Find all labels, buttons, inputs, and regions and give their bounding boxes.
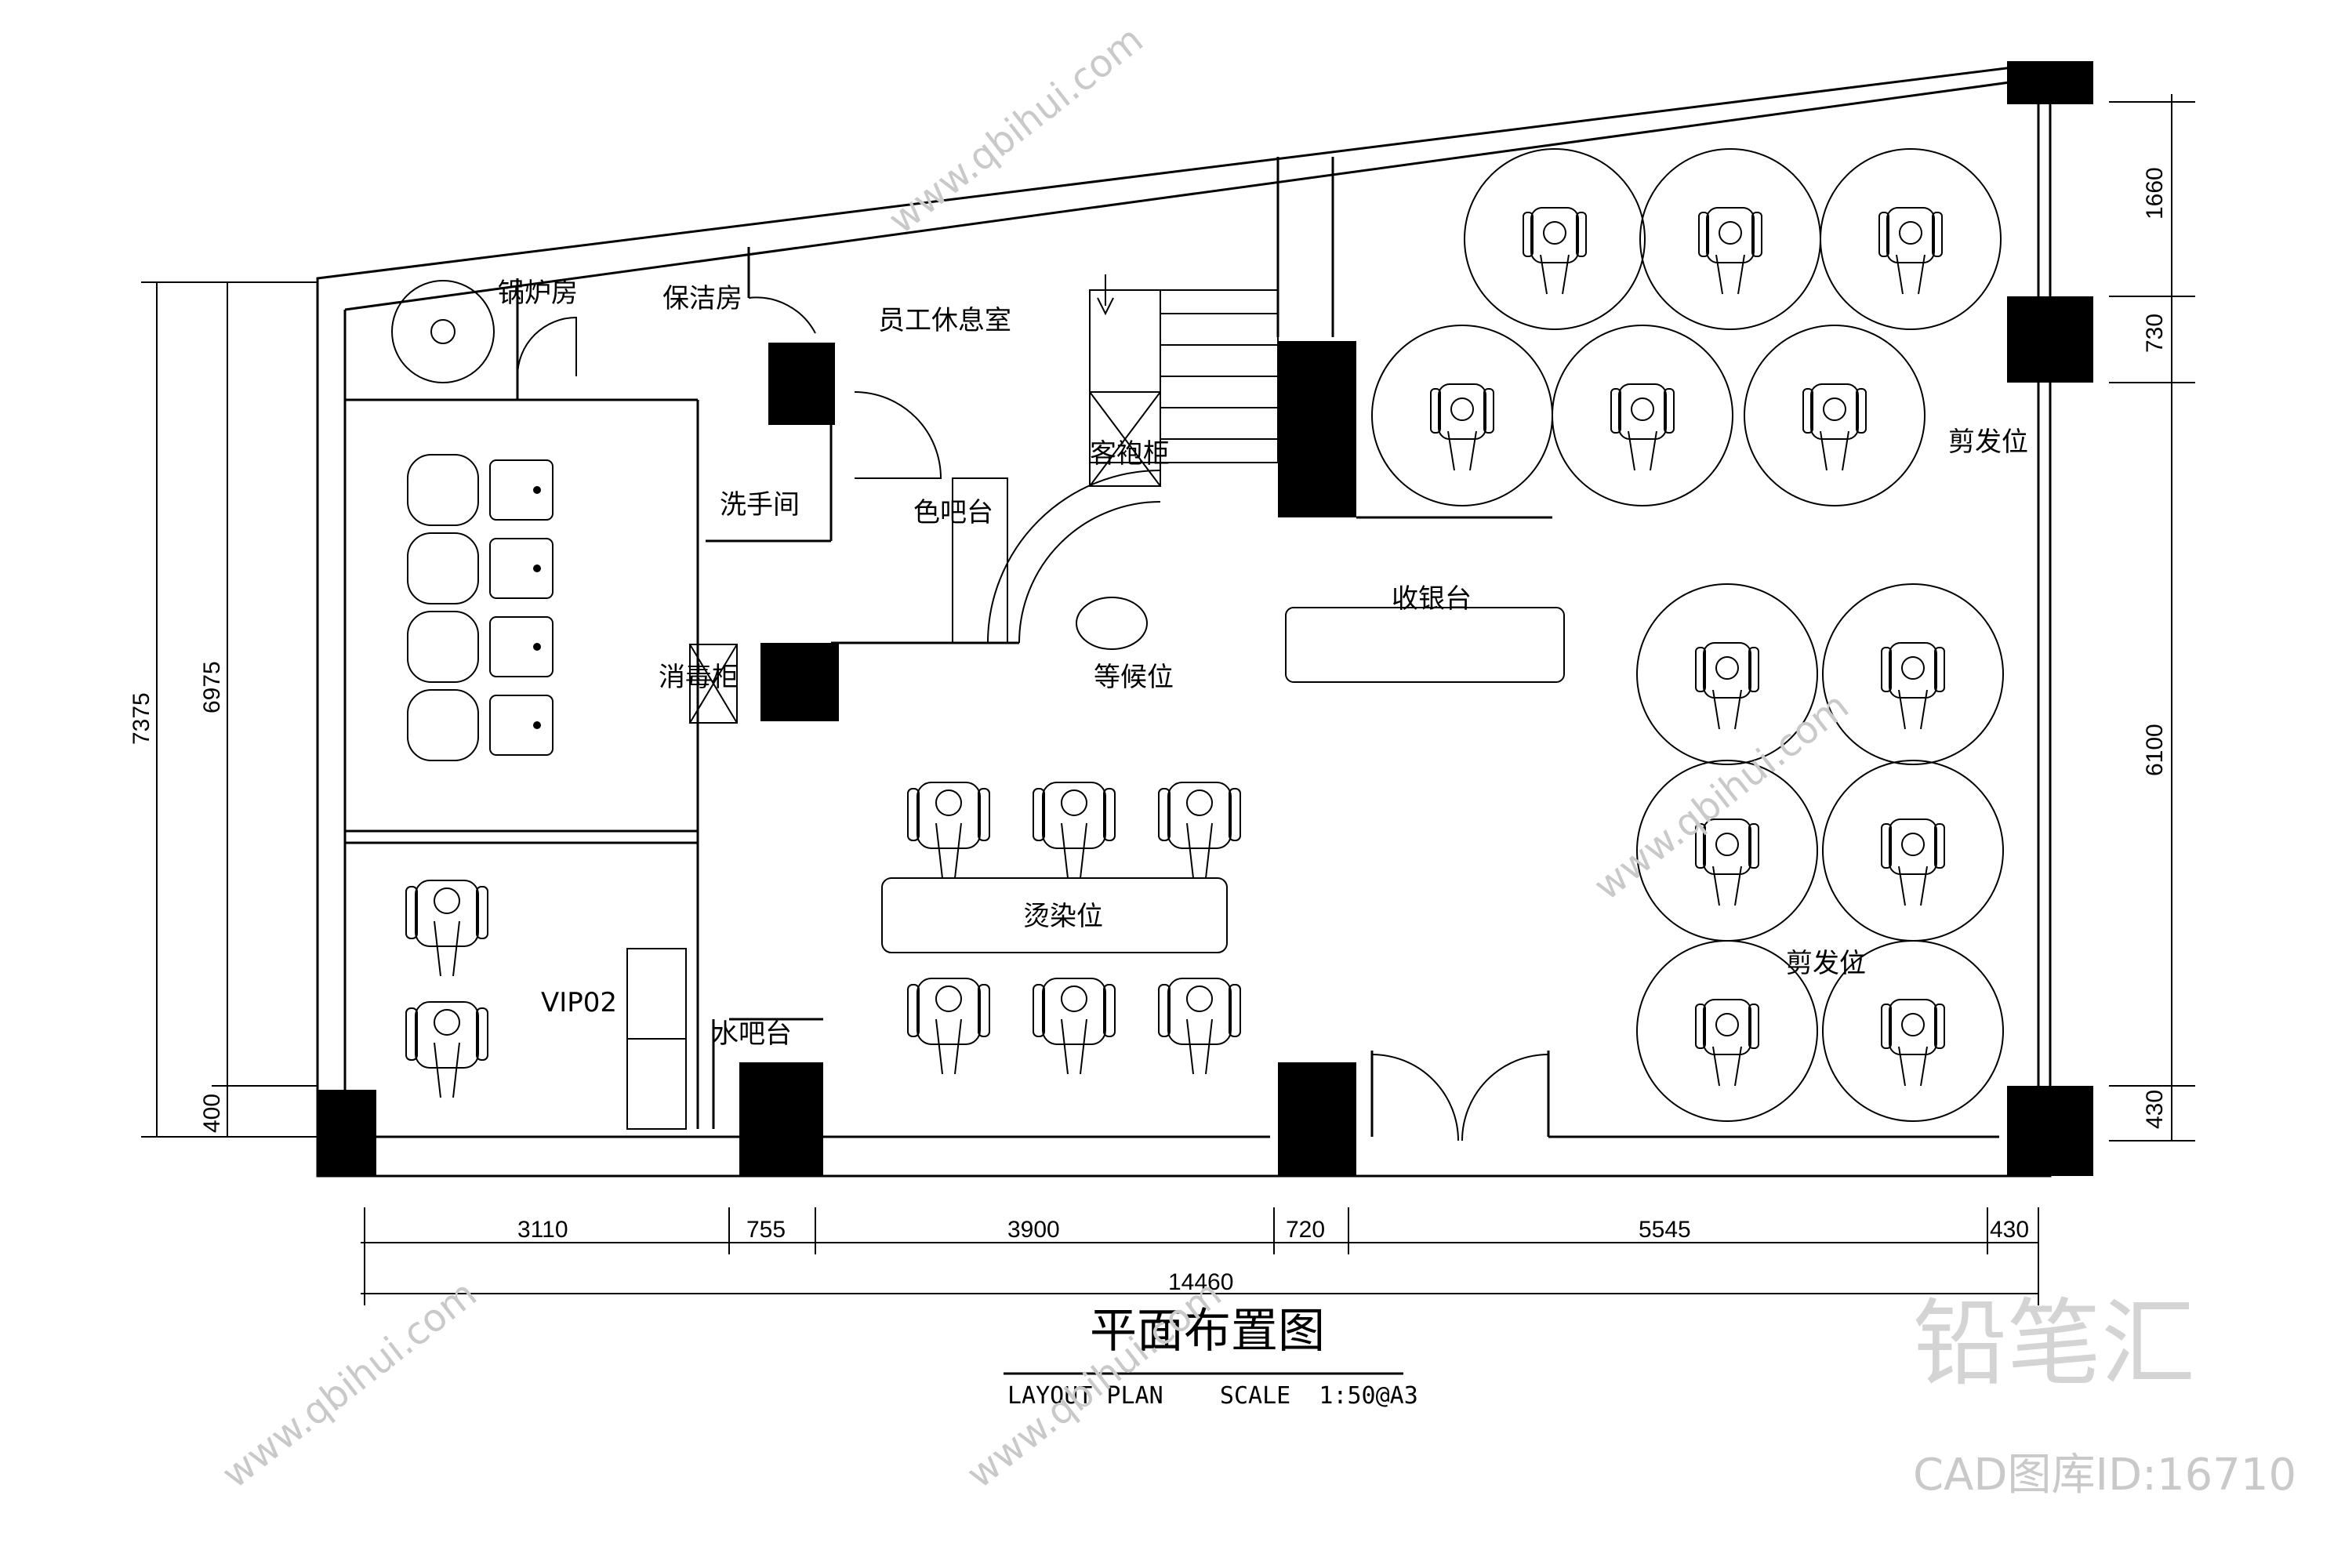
- label-cleaning-room: 保洁房: [662, 283, 742, 314]
- waiting-table: [1076, 597, 1148, 650]
- watermark-brand: 铅笔汇: [1913, 1290, 2195, 1399]
- dim-bottom-1: 3110: [517, 1217, 568, 1243]
- left-dimensions: 7375 6975 400: [129, 281, 318, 1138]
- dim-bottom-6: 430: [1990, 1217, 2029, 1243]
- room-labels: 锅炉房 保洁房 员工休息室 客袍柜 洗手间 色吧台 消毒柜 等候位 收银台 剪发…: [498, 278, 2028, 1050]
- dim-right-main: 6100: [2142, 724, 2168, 776]
- drawing-title: 平面布置图: [1090, 1304, 1325, 1359]
- label-cashier: 收银台: [1392, 583, 1472, 615]
- drawing-subtitle: LAYOUT PLAN SCALE 1:50@A3: [1007, 1382, 1418, 1410]
- boiler-symbol: [391, 280, 495, 383]
- haircut-stations-right: [1636, 583, 2004, 1122]
- dim-right-bottom: 430: [2142, 1090, 2168, 1129]
- cashier-counter: [1285, 607, 1565, 683]
- label-boiler-room: 锅炉房: [498, 278, 578, 309]
- dim-total: 14460: [1168, 1269, 1233, 1295]
- doors: [517, 296, 1549, 1142]
- shampoo-basins: [407, 454, 554, 761]
- label-robe-cabinet: 客袍柜: [1090, 438, 1170, 470]
- label-disinfection-cabinet: 消毒柜: [659, 662, 739, 693]
- perm-table: [881, 877, 1228, 953]
- right-dimensions: 1660 730 6100 430: [2109, 94, 2195, 1142]
- vip-cabinet: [626, 948, 687, 1130]
- label-haircut-bottom: 剪发位: [1786, 948, 1866, 979]
- haircut-stations-top: [1371, 148, 2002, 506]
- label-haircut-top: 剪发位: [1948, 426, 2028, 458]
- dim-bottom-4: 720: [1286, 1217, 1325, 1243]
- bottom-dimensions: 3110 755 3900 720 5545 430 14460: [361, 1207, 2039, 1305]
- vip-seats: [405, 880, 488, 1098]
- watermarks: 铅笔汇 CAD图库ID:16710 www.qbihui.com www.qbi…: [214, 17, 2296, 1501]
- dim-left-inner: 6975: [199, 661, 225, 713]
- color-bar-counter: [952, 477, 1008, 644]
- dim-left-outer: 7375: [129, 692, 154, 745]
- watermark-url-4: www.qbihui.com: [880, 17, 1152, 242]
- watermark-cad-id: CAD图库ID:16710: [1913, 1450, 2296, 1501]
- disinfection-cabinet-shape: [689, 644, 738, 724]
- dim-bottom-2: 755: [746, 1217, 786, 1243]
- dim-left-bottom: 400: [199, 1094, 225, 1133]
- dim-right-top: 1660: [2142, 167, 2168, 220]
- title-block: 平面布置图 LAYOUT PLAN SCALE 1:50@A3: [1004, 1304, 1418, 1410]
- label-perm-dye: 烫染位: [1023, 901, 1103, 932]
- label-vip: VIP02: [541, 987, 617, 1018]
- watermark-url-1: www.qbihui.com: [214, 1272, 485, 1497]
- dim-bottom-5: 5545: [1639, 1217, 1691, 1243]
- label-color-bar: 色吧台: [913, 497, 993, 528]
- dim-bottom-3: 3900: [1007, 1217, 1060, 1243]
- label-waiting: 等候位: [1094, 662, 1174, 693]
- robe-cabinet-shape: [1089, 391, 1161, 487]
- structural-columns: [318, 61, 2093, 1176]
- dim-right-second: 730: [2142, 314, 2168, 353]
- label-water-bar: 水吧台: [712, 1018, 792, 1050]
- interior-walls: [345, 157, 1552, 1137]
- label-staff-lounge: 员工休息室: [878, 305, 1011, 336]
- watermark-url-3: www.qbihui.com: [1586, 684, 1857, 909]
- label-handwash: 洗手间: [720, 489, 800, 521]
